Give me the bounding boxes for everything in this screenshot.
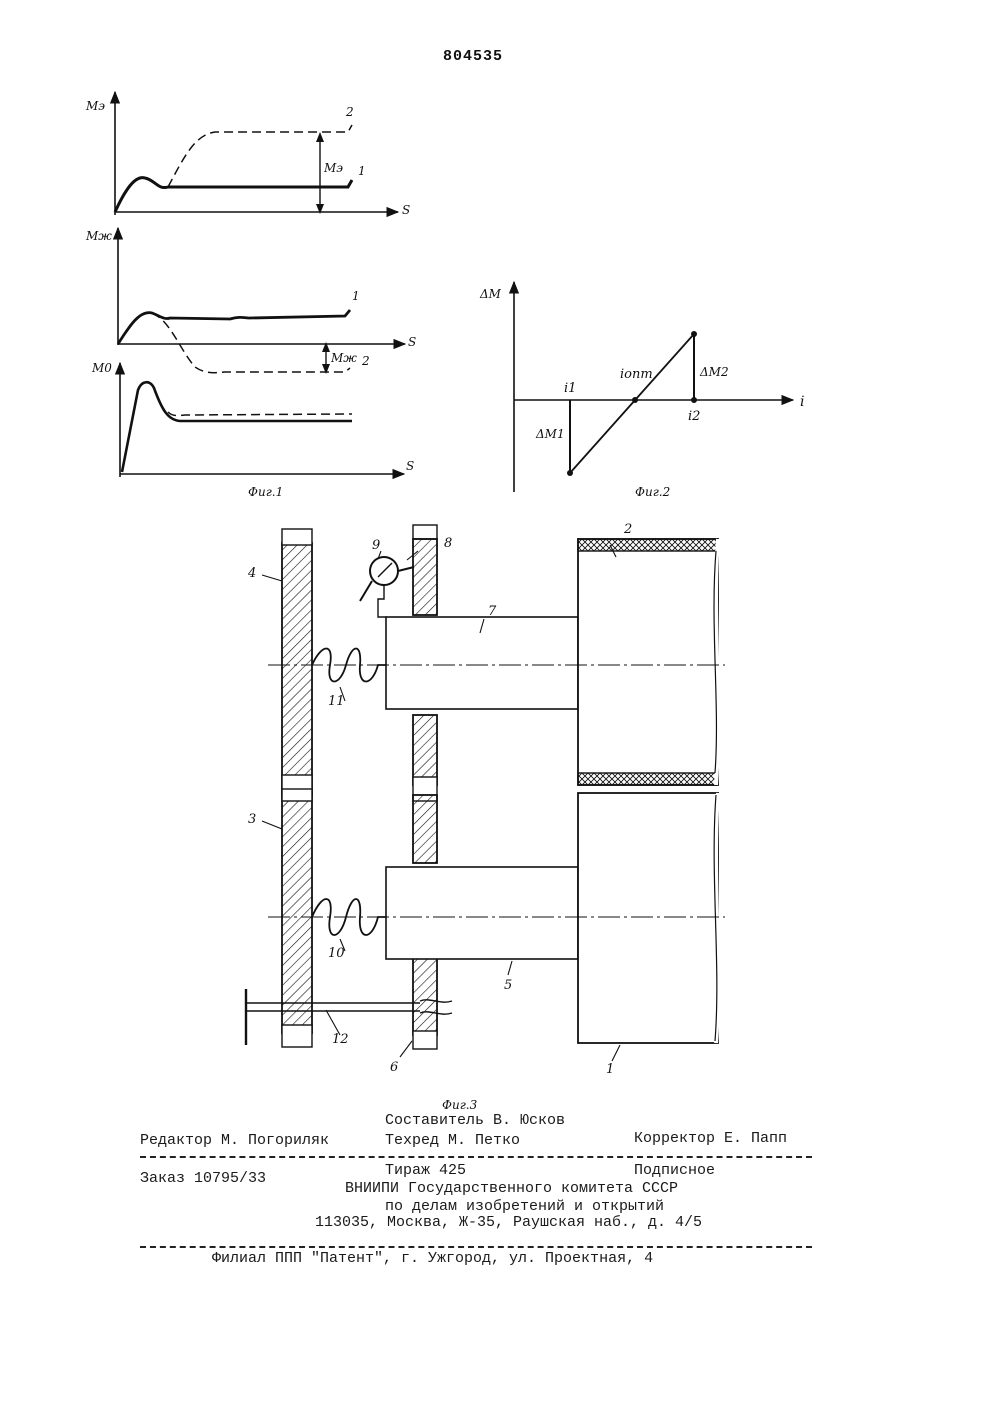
fig1-top-curve2-label: 2: [345, 105, 354, 119]
fig2-dm2-label: ΔM2: [699, 365, 729, 379]
fig2-caption: Фиг.2: [635, 485, 670, 499]
fig1-bot-curve-solid: [122, 382, 352, 472]
footer-branch: Филиал ППП "Патент", г. Ужгород, ул. Про…: [212, 1250, 653, 1267]
patent-number: 804535: [443, 48, 503, 65]
label-10: 10: [328, 946, 345, 961]
footer-address: 113035, Москва, Ж-35, Раушская наб., д. …: [315, 1214, 702, 1231]
fig1-top-curve1-label: 1: [358, 164, 366, 178]
fig2-i2-label: i2: [688, 409, 700, 424]
fig2-point-opt: [632, 397, 638, 403]
fig1-bot-xlabel: S: [406, 459, 414, 473]
label-2: 2: [623, 522, 632, 537]
label-3: 3: [248, 812, 256, 827]
label-4: 4: [247, 566, 256, 581]
fig1-bot-curve-dashed: [168, 412, 352, 416]
fig1-top-graph: Mэ S Mэ 1 2: [85, 92, 410, 217]
shaft-7: [386, 617, 578, 709]
label-6: 6: [390, 1060, 398, 1075]
footer-corrector: Корректор Е. Папп: [634, 1130, 787, 1147]
footer-techred: Техред М. Петко: [385, 1132, 520, 1149]
fig1-mid-ylabel: Mж: [85, 229, 112, 243]
fig1-mid-graph: Mж S Mж 1 2: [85, 228, 416, 374]
label-8: 8: [444, 536, 452, 551]
figure-1: Mэ S Mэ 1 2 Mж S Mж 1 2 M0 S: [80, 80, 440, 520]
fig2-i1-label: i1: [564, 381, 576, 396]
fig2-ylabel: ΔM: [479, 287, 502, 301]
fig1-bot-graph: M0 S: [91, 361, 414, 477]
footer-circulation: Тираж 425: [385, 1162, 466, 1179]
shaft-5: [386, 867, 578, 959]
fig1-top-ylabel: Mэ: [85, 99, 105, 113]
footer-subscription: Подписное: [634, 1162, 715, 1179]
fig1-top-curve-1: [115, 178, 352, 212]
fig1-top-xlabel: S: [402, 203, 410, 217]
separator-2: [140, 1246, 812, 1248]
fig1-top-curve-2: [168, 125, 352, 187]
fig1-mid-curve-1: [118, 310, 350, 344]
fig1-mid-curve-2: [152, 313, 350, 373]
fig3-caption: Фиг.3: [442, 1098, 477, 1112]
gear-4: [282, 529, 312, 795]
separator-1: [140, 1156, 812, 1158]
label-5: 5: [504, 978, 512, 993]
fig1-caption: Фиг.1: [248, 485, 283, 499]
fig2-line: [570, 334, 694, 473]
figure-3: 4 3 8 9 11 10 2 7 5 12 6 1: [0, 515, 1000, 1105]
fig1-mid-curve2-label: 2: [361, 354, 370, 368]
roll-2: [578, 539, 718, 785]
fig1-mid-curve1-label: 1: [352, 289, 360, 303]
fig2-point-low: [567, 470, 573, 476]
figure-2: ΔM i i1 iопт i2 ΔM1 ΔM2: [478, 270, 828, 500]
fig1-mid-delta-label: Mж: [330, 351, 357, 365]
label-7: 7: [488, 604, 497, 619]
gear-3: [282, 789, 312, 1047]
label-9: 9: [372, 538, 380, 553]
footer-editor: Редактор М. Погориляк: [140, 1132, 329, 1149]
label-12: 12: [332, 1032, 349, 1047]
roll-1: [578, 793, 718, 1043]
fig1-top-delta-label: Mэ: [323, 161, 343, 175]
fig2-iopt-label: iопт: [620, 367, 653, 382]
footer-compiler: Составитель В. Юсков: [385, 1112, 565, 1129]
fig2-point-high: [691, 331, 697, 337]
label-11: 11: [328, 694, 345, 709]
fig1-bot-ylabel: M0: [91, 361, 112, 375]
fig2-xlabel: i: [800, 394, 804, 410]
fig2-point-i2: [691, 397, 697, 403]
fig1-mid-xlabel: S: [408, 335, 416, 349]
fig2-dm1-label: ΔM1: [535, 427, 565, 441]
footer-org-line1: ВНИИПИ Государственного комитета СССР: [345, 1180, 678, 1197]
footer-order: Заказ 10795/33: [140, 1170, 266, 1187]
label-1: 1: [606, 1062, 614, 1077]
footer-org-line2: по делам изобретений и открытий: [385, 1198, 664, 1215]
indicator-9: [360, 557, 414, 617]
